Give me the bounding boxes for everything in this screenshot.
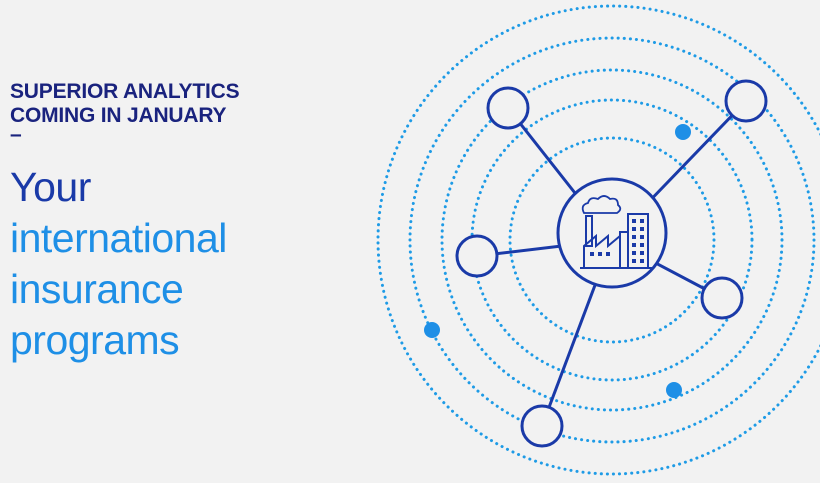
node-right [700,276,744,320]
headline-dash: – [10,123,22,146]
node-left [455,234,499,278]
node-top-left [486,86,530,130]
center-node [556,177,668,289]
headline: SUPERIOR ANALYTICS COMING IN JANUARY – [10,80,240,146]
tagline-line-1: Your [10,164,91,210]
dotted-ring-5 [376,4,820,476]
factory-icon [580,195,652,269]
node-bottom [520,404,564,448]
tagline: Your international insurance programs [10,162,227,366]
accent-dot-3 [666,382,682,398]
tagline-line-3: insurance [10,266,184,312]
node-top-right [724,79,768,123]
headline-line-2: COMING IN JANUARY [10,104,227,127]
tagline-line-4: programs [10,317,180,363]
accent-dots [424,124,691,398]
headline-line-1: SUPERIOR ANALYTICS [10,80,240,103]
dotted-ring-1 [508,136,716,344]
tagline-line-2: international [10,215,227,261]
accent-dot-2 [424,322,440,338]
dotted-ring-4 [408,36,816,444]
accent-dot-1 [675,124,691,140]
dotted-ring-3 [440,68,784,412]
network-nodes [455,79,768,448]
